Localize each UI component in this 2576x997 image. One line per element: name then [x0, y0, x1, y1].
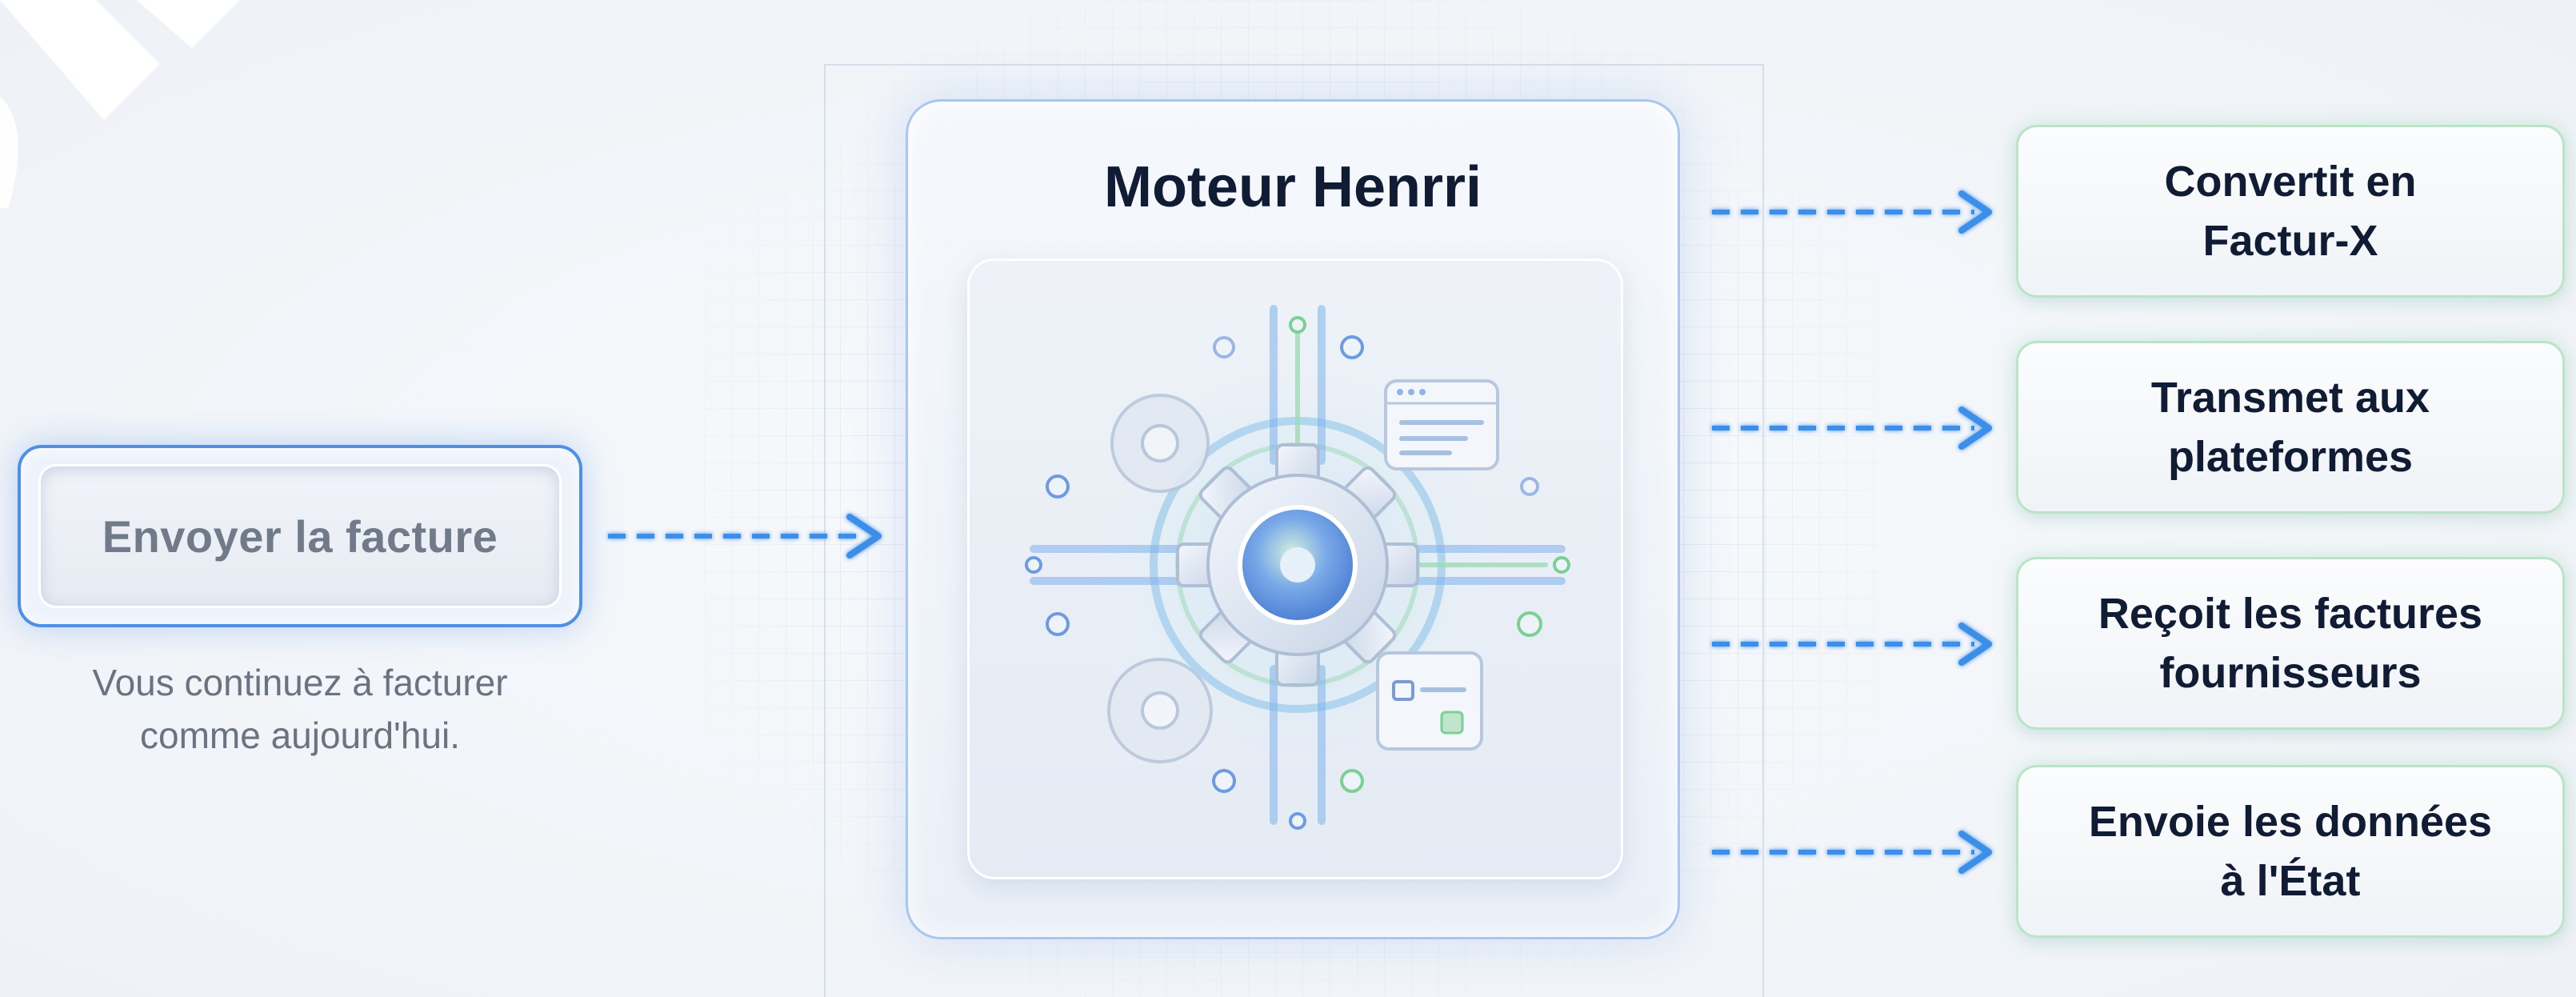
- logo-decoration-icon: [0, 0, 240, 208]
- gear-circuit-icon: [1025, 305, 1570, 830]
- engine-card: Moteur Henrri: [906, 99, 1680, 939]
- send-invoice-button[interactable]: Envoyer la facture: [38, 464, 562, 608]
- grid-frame: [824, 64, 1764, 997]
- output-send-state-data: Envoie les données à l'État: [2016, 765, 2565, 938]
- output-convert-facturx: Convertit en Factur-X: [2016, 125, 2565, 298]
- output-receive-supplier-invoices: Reçoit les factures fournisseurs: [2016, 557, 2565, 730]
- send-invoice-card[interactable]: Envoyer la facture: [18, 445, 582, 627]
- engine-illustration-panel: [967, 258, 1623, 879]
- engine-title: Moteur Henrri: [1103, 155, 1482, 219]
- output-transmit-platforms: Transmet aux plateformes: [2016, 341, 2565, 514]
- send-invoice-caption: Vous continuez à facturer comme aujourd'…: [92, 662, 508, 756]
